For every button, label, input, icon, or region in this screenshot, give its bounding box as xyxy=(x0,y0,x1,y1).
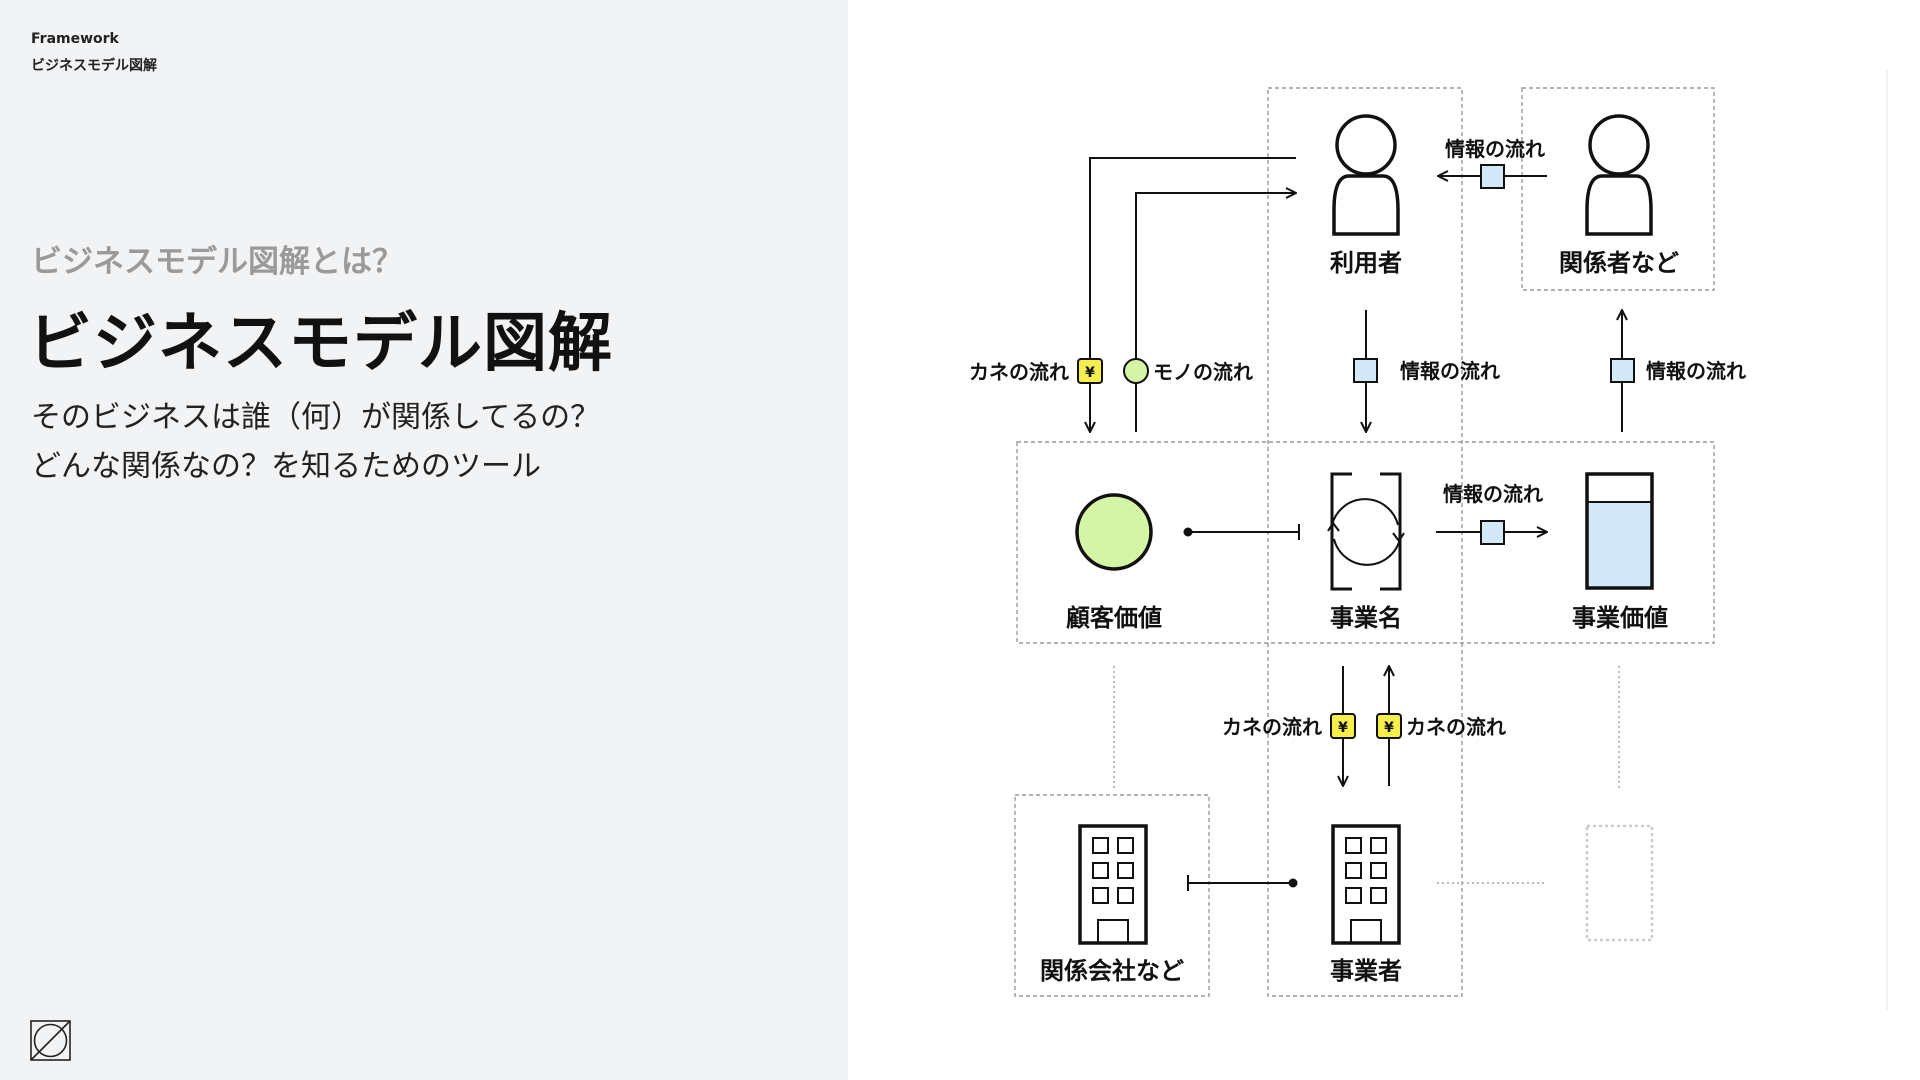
yen-badge-icon xyxy=(1077,358,1103,384)
yen-symbol: ¥ xyxy=(1085,365,1095,381)
center-column-box xyxy=(1267,87,1463,997)
logo-icon xyxy=(30,1020,71,1061)
customer-value-circle-icon xyxy=(1075,493,1153,571)
middle-row-box xyxy=(1016,441,1715,644)
description: そのビジネスは誰（何）が関係してるの？ どんな関係なの？を知るためのツール xyxy=(31,393,600,491)
goods-flow-left-label: モノの流れ xyxy=(1153,360,1253,384)
goods-circle-icon xyxy=(1123,358,1149,384)
yen-badge-icon xyxy=(1330,713,1356,739)
info-flow-top-label: 情報の流れ xyxy=(1445,137,1545,161)
description-line-2: どんな関係なの？を知るためのツール xyxy=(31,449,541,484)
section-question: ビジネスモデル図解とは？ xyxy=(31,244,403,280)
related-company-building-icon xyxy=(1078,824,1148,945)
node-user: 利用者 xyxy=(1330,249,1402,277)
node-related-company: 関係会社など xyxy=(1040,957,1184,985)
business-cycle-icon xyxy=(1327,472,1405,591)
node-operator: 事業者 xyxy=(1330,957,1402,985)
link-dot xyxy=(1183,527,1193,537)
money-flow-bottom-right-label: カネの流れ xyxy=(1406,715,1506,739)
node-related: 関係者など xyxy=(1559,249,1679,277)
placeholder-container-icon xyxy=(1585,824,1654,942)
node-customer-value: 顧客価値 xyxy=(1066,604,1162,632)
info-flow-middle-label: 情報の流れ xyxy=(1443,482,1543,506)
description-line-1: そのビジネスは誰（何）が関係してるの？ xyxy=(31,400,601,435)
page-title: ビジネスモデル図解 xyxy=(28,307,613,381)
money-flow-left-label: カネの流れ xyxy=(969,360,1069,384)
business-value-container-icon xyxy=(1585,472,1654,590)
yen-symbol: ¥ xyxy=(1384,720,1394,736)
info-square-icon xyxy=(1610,358,1635,383)
user-person-icon xyxy=(1332,114,1400,236)
yen-symbol: ¥ xyxy=(1338,720,1348,736)
info-flow-center-label: 情報の流れ xyxy=(1400,359,1500,383)
operator-building-icon xyxy=(1331,824,1401,945)
related-company-box xyxy=(1014,794,1210,997)
info-square-icon xyxy=(1480,164,1505,189)
related-box xyxy=(1521,87,1715,291)
breadcrumb-category: Framework xyxy=(31,31,119,47)
goods-flow-left-arrow xyxy=(1135,193,1296,432)
node-business-value: 事業価値 xyxy=(1572,604,1668,632)
node-business-name: 事業名 xyxy=(1330,604,1402,632)
money-flow-left-arrow xyxy=(1090,157,1296,432)
info-square-icon xyxy=(1480,520,1505,545)
link-dot xyxy=(1288,878,1298,888)
money-flow-bottom-left-label: カネの流れ xyxy=(1222,715,1322,739)
info-flow-right-label: 情報の流れ xyxy=(1646,359,1746,383)
yen-badge-icon xyxy=(1376,713,1402,739)
info-square-icon xyxy=(1353,358,1378,383)
related-person-icon xyxy=(1585,114,1653,236)
breadcrumb-page: ビジネスモデル図解 xyxy=(31,58,157,74)
left-panel xyxy=(0,0,848,1080)
